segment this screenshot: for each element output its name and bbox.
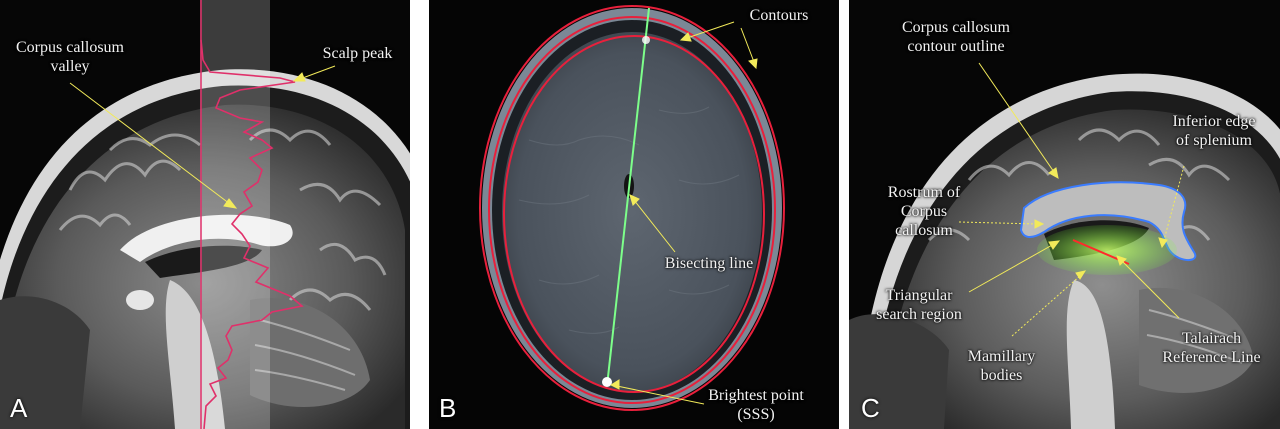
label-line: of splenium (1176, 132, 1252, 149)
label-line: Talairach (1181, 330, 1242, 347)
label-brightest-point: Brightest point (SSS) (691, 386, 821, 424)
label-mamillary-bodies: Mamillary bodies (954, 347, 1049, 385)
inner-contour (503, 35, 765, 393)
brainstem-shape (1066, 280, 1115, 429)
cc-contour-outline (1019, 181, 1197, 261)
label-line: bodies (980, 367, 1023, 384)
gyri-texture (927, 128, 1231, 242)
panel-c: Corpus callosum contour outline Inferior… (849, 0, 1280, 429)
label-rostrum: Rostrum of Corpus callosum (874, 183, 974, 240)
brightest-point-marker (602, 377, 612, 387)
mamillary-arrow (1011, 274, 1082, 337)
label-cc-contour-outline: Corpus callosum contour outline (881, 18, 1031, 56)
cc-outline-arrow (978, 62, 1055, 173)
label-line: contour outline (907, 38, 1005, 55)
triangular-arrow (968, 243, 1055, 293)
label-triangular-search-region: Triangular search region (864, 286, 974, 324)
label-line: Inferior edge (1172, 113, 1256, 130)
scalp-peak-arrow (299, 65, 336, 80)
label-line: Rostrum of (887, 184, 961, 201)
triangular-search-region (1037, 225, 1177, 275)
label-talairach-reference-line: Talairach Reference Line (1149, 329, 1274, 367)
bisecting-arrow (633, 199, 676, 253)
inferior-edge-arrow (1163, 165, 1185, 241)
rostrum-arrow (958, 221, 1038, 225)
corpus-callosum-shape (120, 214, 293, 262)
bisecting-line (606, 7, 650, 387)
contours-arrow-2 (740, 27, 755, 63)
label-line: Corpus callosum (16, 39, 124, 56)
label-line: Brightest point (708, 387, 804, 404)
label-line: callosum (895, 222, 953, 239)
label-contours: Contours (749, 7, 809, 24)
talairach-arrow (1120, 259, 1180, 319)
brain-texture (518, 106, 740, 334)
gyri-texture (58, 128, 387, 311)
label-bisecting-line: Bisecting line (664, 255, 754, 272)
label-scalp-peak: Scalp peak (322, 45, 393, 62)
label-line: Corpus callosum (902, 19, 1010, 36)
label-line: Corpus (900, 203, 948, 220)
profile-strip (200, 0, 270, 429)
panel-a: Corpus callosum valley Scalp peak A (0, 0, 410, 429)
middle-contour (488, 16, 776, 404)
panel-c-scene (849, 0, 1280, 429)
brightest-arrow (616, 385, 705, 405)
panel-letter-b: B (439, 393, 457, 423)
panel-a-scene (0, 0, 410, 429)
panel-b-scene (429, 0, 839, 429)
contours-arrow-1 (686, 21, 735, 39)
panel-letter-a: A (10, 393, 28, 423)
label-line: Triangular (885, 287, 953, 304)
label-line: (SSS) (737, 406, 775, 423)
label-inferior-edge: Inferior edge of splenium (1154, 112, 1274, 150)
label-line: valley (50, 58, 90, 75)
label-line: Reference Line (1162, 349, 1261, 366)
label-corpus-callosum-valley: Corpus callosum valley (0, 38, 140, 76)
cc-valley-arrow (69, 82, 231, 205)
panel-b: Contours Bisecting line Brightest point … (429, 0, 839, 429)
label-line: search region (876, 306, 962, 323)
brain-axial (502, 32, 762, 392)
label-line: Mamillary (967, 348, 1036, 365)
intensity-profile-line (200, 39, 304, 429)
panel-letter-c: C (861, 393, 880, 423)
brainstem-shape (165, 280, 225, 429)
outer-contour (479, 5, 785, 411)
